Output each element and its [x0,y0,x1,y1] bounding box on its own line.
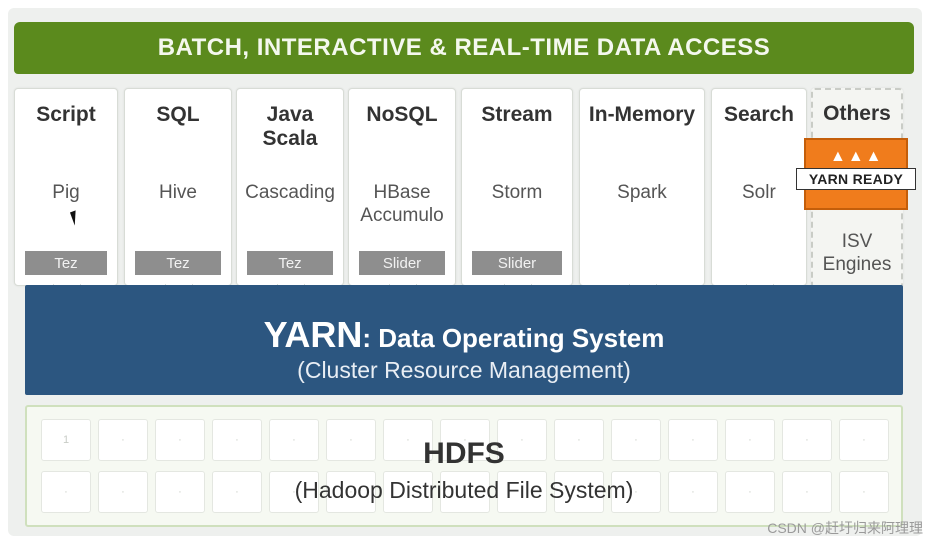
yarn-layer: YARN: Data Operating System (Cluster Res… [25,285,903,395]
storage-block: · [212,471,262,513]
storage-block: · [155,419,205,461]
engine-title: Script [36,103,96,126]
elephants-icon: ▲▲▲ [830,148,884,165]
engine-column-nosql: NoSQL HBase Accumulo Slider [348,88,456,297]
engine-title: Stream [481,103,553,126]
data-access-title: BATCH, INTERACTIVE & REAL-TIME DATA ACCE… [157,34,771,61]
engine-column-script: Script Pig Tez [14,88,118,297]
yarn-ready-label: YARN READY [796,168,916,190]
engine-title: Others [823,102,891,125]
storage-block: · [497,419,547,461]
data-access-banner: BATCH, INTERACTIVE & REAL-TIME DATA ACCE… [14,22,914,74]
engine-title: Search [723,103,795,126]
yarn-ready-badge: ▲▲▲ YARN READY [796,138,916,212]
engine-title: Java Scala [262,103,318,150]
engine-column-in-memory: In-Memory Spark [579,88,705,297]
engine-tool: Storm [491,182,543,203]
engine-tool: HBase Accumulo [360,182,444,226]
storage-block: · [98,419,148,461]
storage-block: · [326,419,376,461]
storage-block: · [155,471,205,513]
storage-block: · [383,471,433,513]
storage-block: · [98,471,148,513]
engine-column-stream: Stream Storm Slider [461,88,573,297]
engine-title: SQL [156,103,200,126]
storage-block: · [611,419,661,461]
engine-tool: Spark [617,182,667,203]
storage-block: · [611,471,661,513]
engine-badge: Tez [25,251,107,275]
storage-block: · [839,471,889,513]
engine-tool: Hive [158,182,197,203]
hdfs-title: HDFS [423,437,505,470]
isv-engines-label: ISV Engines [822,231,892,275]
hdfs-subtitle: (Hadoop Distributed File System) [294,477,634,503]
storage-block: · [554,419,604,461]
engine-title: NoSQL [366,103,438,126]
storage-block: · [440,471,490,513]
yarn-subtitle: (Cluster Resource Management) [297,357,631,383]
engine-column-search: Search Solr [711,88,807,297]
storage-block: · [839,419,889,461]
storage-block: · [212,419,262,461]
engine-badge: Tez [247,251,333,275]
storage-block: · [554,471,604,513]
yarn-title-main: YARN [263,314,363,355]
storage-block: · [440,419,490,461]
watermark: CSDN @赶圩归来阿理理 [767,520,923,536]
engine-column-java-scala: Java Scala Cascading Tez [236,88,344,297]
storage-block: · [326,471,376,513]
engine-tool: Cascading [245,182,335,203]
yarn-title-rest: : Data Operating System [362,323,665,353]
hdfs-layer: 1····························· HDFS (Had… [25,405,903,527]
storage-block: · [269,471,319,513]
storage-block: · [383,419,433,461]
storage-block: · [668,419,718,461]
engine-column-sql: SQL Hive Tez [124,88,232,297]
storage-block: · [782,471,832,513]
engines-row: Script Pig Tez SQL Hive Tez Java Scala C… [14,85,914,300]
engine-tool: Pig [52,182,80,203]
engine-tool: Solr [742,182,776,203]
engine-badge: Slider [359,251,445,275]
storage-block: · [497,471,547,513]
engine-badge: Slider [472,251,562,275]
yarn-title: YARN: Data Operating System [25,315,903,363]
storage-block: · [725,419,775,461]
storage-block: · [269,419,319,461]
engine-title: In-Memory [588,103,696,126]
storage-block: · [725,471,775,513]
storage-block: · [41,471,91,513]
storage-block: 1 [41,419,91,461]
engine-badge: Tez [135,251,221,275]
storage-block: · [668,471,718,513]
storage-block: · [782,419,832,461]
